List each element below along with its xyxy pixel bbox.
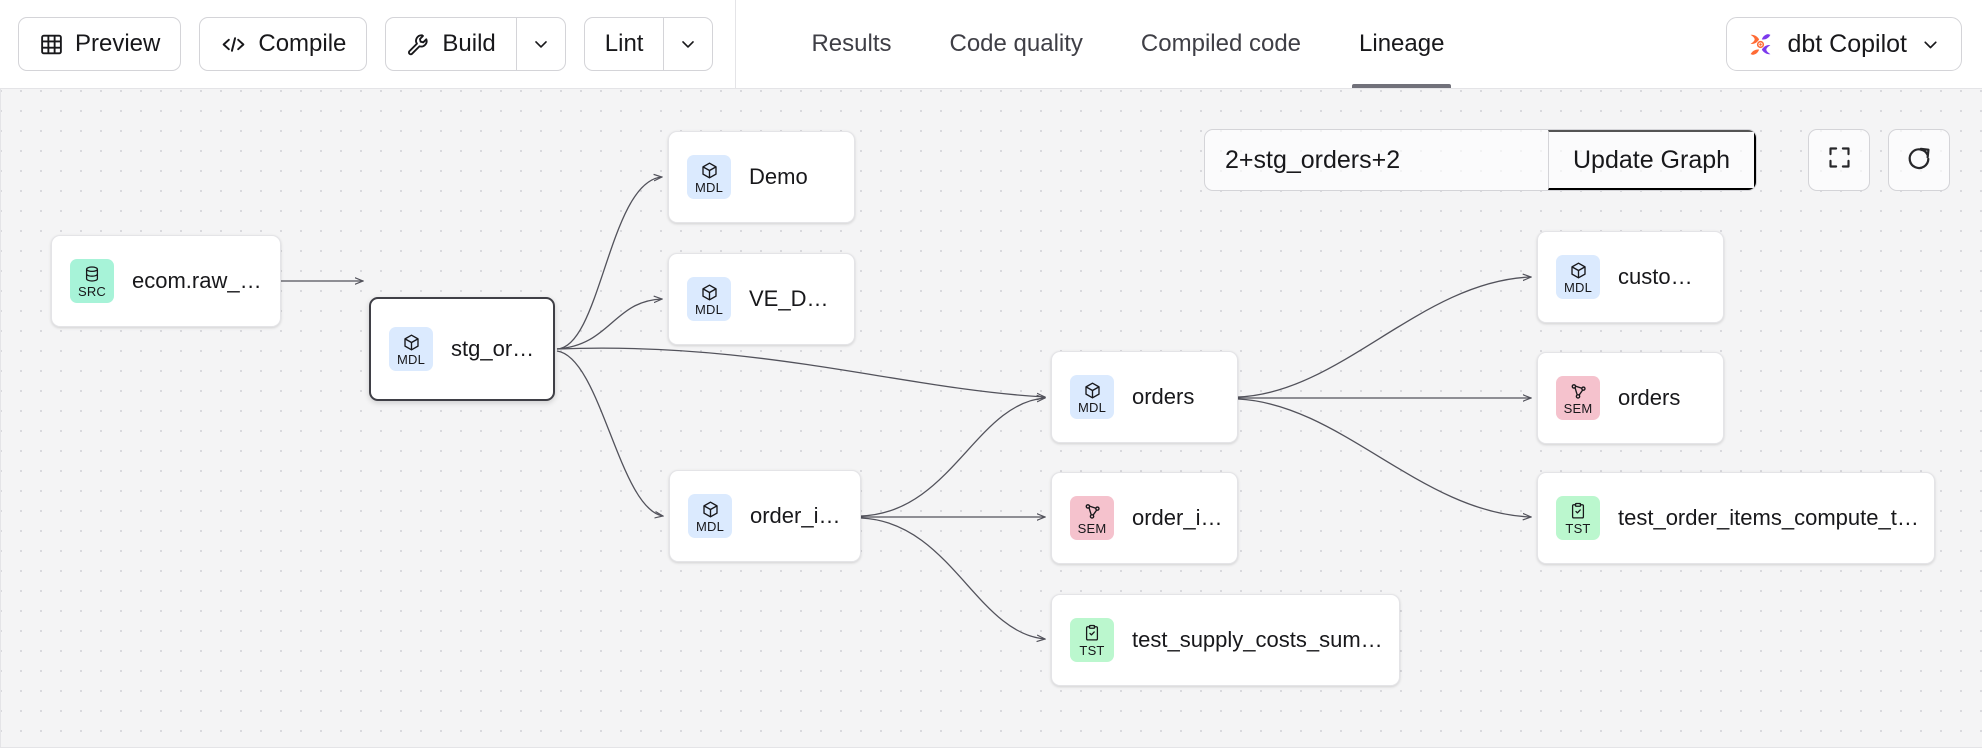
- compile-button-label: Compile: [258, 30, 347, 57]
- refresh-button[interactable]: [1888, 129, 1951, 191]
- lineage-canvas[interactable]: Update Graph: [0, 89, 1982, 748]
- cube-icon-badge: MDL: [1556, 255, 1600, 299]
- toolbar-right-group: dbt Copilot: [1726, 17, 1982, 71]
- lineage-node-label: stg_orders: [451, 336, 553, 361]
- graph-selector-group: Update Graph: [1204, 129, 1758, 191]
- fullscreen-icon: [1826, 144, 1853, 176]
- lineage-node-orders_mdl[interactable]: MDL orders: [1051, 351, 1238, 443]
- graph-selector-input[interactable]: [1205, 130, 1548, 190]
- node-type-code: MDL: [396, 351, 426, 367]
- refresh-icon: [1905, 144, 1933, 177]
- cube-icon: [701, 500, 720, 519]
- cube-icon-badge: MDL: [687, 155, 731, 199]
- node-type-code: SEM: [1563, 400, 1593, 416]
- tab-results-label: Results: [811, 30, 892, 57]
- chevron-down-icon: [531, 34, 551, 54]
- lineage-node-order_item_sem[interactable]: SEM order_item: [1051, 472, 1238, 564]
- lineage-node-label: VE_Demo: [749, 286, 850, 311]
- network-icon-badge: SEM: [1556, 376, 1600, 420]
- lineage-node-label: order_items: [750, 503, 860, 528]
- lineage-edges: [281, 89, 1982, 748]
- dbt-logo-icon: [1747, 31, 1774, 58]
- node-type-code: SRC: [77, 283, 107, 299]
- graph-controls: Update Graph: [1204, 129, 1951, 191]
- cube-icon-badge: MDL: [688, 494, 732, 538]
- cube-icon: [700, 283, 719, 302]
- network-icon: [1083, 502, 1102, 521]
- lineage-node-label: Demo: [749, 164, 808, 189]
- lineage-node-label: ecom.raw_orders: [132, 268, 280, 293]
- compile-button[interactable]: Compile: [199, 17, 368, 71]
- lint-button-group: Lint: [583, 17, 714, 71]
- top-toolbar: Preview Compile: [0, 0, 1982, 89]
- node-type-code: TST: [1565, 520, 1591, 536]
- dbt-copilot-label: dbt Copilot: [1787, 29, 1907, 58]
- database-icon-badge: SRC: [70, 259, 114, 303]
- cube-icon: [700, 161, 719, 180]
- node-type-code: MDL: [694, 301, 724, 317]
- lineage-node-label: test_order_items_compute_to_bools_c...: [1618, 505, 1934, 530]
- lint-button[interactable]: Lint: [585, 18, 665, 70]
- wrench-icon: [406, 32, 431, 57]
- code-icon: [220, 32, 247, 57]
- lineage-node-label: orders: [1132, 384, 1195, 409]
- tab-code-quality-label: Code quality: [949, 30, 1083, 57]
- lineage-node-orders_sem[interactable]: SEM orders: [1537, 352, 1724, 444]
- database-icon: [83, 265, 101, 284]
- build-button[interactable]: Build: [386, 18, 517, 70]
- lineage-node-test_supply_costs[interactable]: TST test_supply_costs_sum_correctly: [1051, 594, 1400, 686]
- tab-compiled-code[interactable]: Compiled code: [1112, 0, 1330, 88]
- cube-icon-badge: MDL: [1070, 375, 1114, 419]
- lineage-node-label: orders: [1618, 385, 1681, 410]
- table-icon: [39, 32, 64, 57]
- lineage-node-label: order_item: [1132, 505, 1237, 530]
- tab-code-quality[interactable]: Code quality: [921, 0, 1112, 88]
- tab-compiled-code-label: Compiled code: [1140, 30, 1302, 57]
- build-button-group: Build: [385, 17, 566, 71]
- clipboard-check-icon: [1569, 502, 1587, 521]
- cube-icon-badge: MDL: [687, 277, 731, 321]
- node-type-code: MDL: [695, 518, 725, 534]
- tab-results[interactable]: Results: [782, 0, 920, 88]
- lineage-node-demo[interactable]: MDL Demo: [668, 131, 855, 223]
- chevron-down-icon: [678, 34, 698, 54]
- preview-button[interactable]: Preview: [18, 17, 182, 71]
- clipboard-check-icon-badge: TST: [1070, 618, 1114, 662]
- result-tabs: Results Code quality Compiled code Linea…: [736, 0, 1473, 88]
- chevron-down-icon: [1920, 34, 1941, 55]
- clipboard-check-icon: [1083, 624, 1101, 643]
- tab-lineage[interactable]: Lineage: [1330, 0, 1473, 88]
- lineage-node-customers[interactable]: MDL customers: [1537, 231, 1724, 323]
- lineage-node-test_order_items[interactable]: TST test_order_items_compute_to_bools_c..…: [1537, 472, 1935, 564]
- cube-icon: [402, 333, 421, 352]
- node-type-code: MDL: [694, 179, 724, 195]
- build-button-label: Build: [442, 30, 496, 57]
- dbt-copilot-button[interactable]: dbt Copilot: [1726, 17, 1962, 71]
- preview-button-label: Preview: [75, 30, 161, 57]
- node-type-code: MDL: [1563, 279, 1593, 295]
- cube-icon: [1569, 261, 1588, 280]
- lint-button-label: Lint: [604, 30, 644, 57]
- fullscreen-button[interactable]: [1808, 129, 1871, 191]
- clipboard-check-icon-badge: TST: [1556, 496, 1600, 540]
- lineage-node-label: customers: [1618, 264, 1720, 289]
- lineage-node-ecom_raw_orders[interactable]: SRC ecom.raw_orders: [51, 235, 281, 327]
- node-type-code: MDL: [1077, 399, 1107, 415]
- network-icon-badge: SEM: [1070, 496, 1114, 540]
- update-graph-button[interactable]: Update Graph: [1548, 130, 1757, 190]
- cube-icon: [1083, 381, 1102, 400]
- build-dropdown-toggle[interactable]: [517, 18, 565, 70]
- toolbar-action-group: Preview Compile: [0, 0, 737, 88]
- node-type-code: TST: [1079, 642, 1105, 658]
- lineage-node-order_items[interactable]: MDL order_items: [669, 470, 861, 562]
- lineage-node-stg_orders[interactable]: MDL stg_orders: [369, 297, 555, 401]
- node-type-code: SEM: [1077, 520, 1107, 536]
- lineage-node-label: test_supply_costs_sum_correctly: [1132, 627, 1399, 652]
- tab-lineage-label: Lineage: [1359, 30, 1445, 57]
- network-icon: [1569, 382, 1588, 401]
- lint-dropdown-toggle[interactable]: [664, 18, 712, 70]
- lineage-node-ve_demo[interactable]: MDL VE_Demo: [668, 253, 855, 345]
- cube-icon-badge: MDL: [389, 327, 433, 371]
